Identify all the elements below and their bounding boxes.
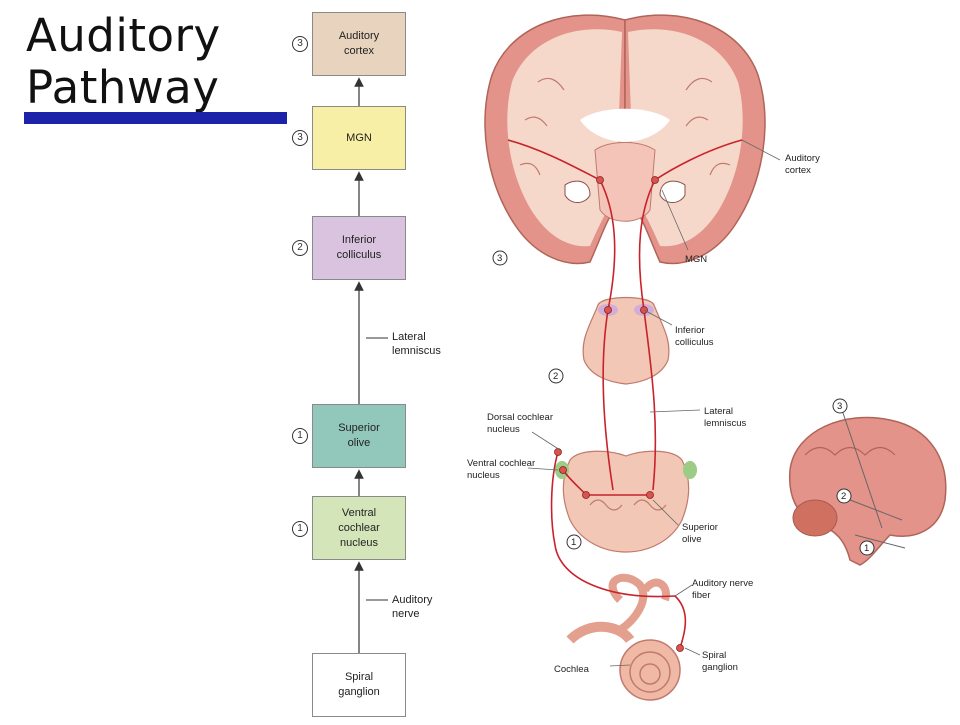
stage-marker-text: 2 xyxy=(553,371,558,382)
box-spiral-ganglion: Spiral ganglion xyxy=(312,653,406,717)
coronal-brain-section xyxy=(484,14,766,265)
side-label-auditory-nerve: Auditory nerve xyxy=(392,594,433,620)
brain-marker-circle xyxy=(859,540,875,556)
illustration-stage-markers: 3 2 1 3 2 1 xyxy=(492,250,875,556)
label-inferior-colliculus-line2: colliculus xyxy=(675,337,714,348)
page-title: Auditory Pathway xyxy=(26,10,221,114)
box-mgn: MGN xyxy=(312,106,406,170)
brain-marker-text: 1 xyxy=(864,543,869,554)
label-auditory-cortex-line2: cortex xyxy=(785,165,811,176)
brain-marker-circle xyxy=(836,488,852,504)
stage-marker: 1 xyxy=(292,428,308,444)
box-ventral-cochlear-nucleus: Ventral cochlear nucleus xyxy=(312,496,406,560)
brain-marker-text: 2 xyxy=(841,491,846,502)
brain-marker-circle xyxy=(832,398,848,414)
label-lateral-lemniscus-line1: Lateral xyxy=(704,406,733,417)
label-inferior-colliculus-line1: Inferior xyxy=(675,325,705,336)
stage-marker: 3 xyxy=(292,36,308,52)
brain-marker-text: 3 xyxy=(837,401,842,412)
stage-marker-text: 1 xyxy=(571,537,576,548)
stage-marker-text: 3 xyxy=(497,253,502,264)
flowchart-arrows xyxy=(354,77,388,653)
label-cochlea: Cochlea xyxy=(554,664,590,675)
stage-marker: 1 xyxy=(292,521,308,537)
label-superior-olive-line2: olive xyxy=(682,534,702,545)
title-underline-bar xyxy=(24,112,287,124)
stage-marker: 2 xyxy=(292,240,308,256)
side-label-lateral-lemniscus: Lateral lemniscus xyxy=(392,331,441,357)
label-auditory-nerve-fiber-line1: Auditory nerve xyxy=(692,578,753,589)
box-superior-olive: Superior olive xyxy=(312,404,406,468)
stage-marker-circle xyxy=(566,534,582,550)
label-auditory-nerve-fiber-line2: fiber xyxy=(692,590,710,601)
label-dorsal-cochlear-line1: Dorsal cochlear xyxy=(487,412,553,423)
label-ventral-cochlear-line2: nucleus xyxy=(467,470,500,481)
label-dorsal-cochlear-line2: nucleus xyxy=(487,424,520,435)
title-line-2: Pathway xyxy=(26,61,220,114)
label-auditory-cortex-line1: Auditory xyxy=(785,153,820,164)
box-inferior-colliculus: Inferior colliculus xyxy=(312,216,406,280)
stage-marker-circle xyxy=(492,250,508,266)
label-superior-olive-line1: Superior xyxy=(682,522,718,533)
stage-marker: 3 xyxy=(292,130,308,146)
label-spiral-ganglion-line2: ganglion xyxy=(702,662,738,673)
label-mgn: MGN xyxy=(685,254,707,265)
label-lateral-lemniscus-line2: lemniscus xyxy=(704,418,746,429)
pathway-flowchart: Auditory cortex 3 MGN 3 Inferior collicu… xyxy=(288,0,458,720)
stage-marker-circle xyxy=(548,368,564,384)
box-auditory-cortex: Auditory cortex xyxy=(312,12,406,76)
leader-lines xyxy=(527,139,781,667)
label-ventral-cochlear-line1: Ventral cochlear xyxy=(467,458,535,469)
auditory-pathway-lines xyxy=(507,139,743,649)
midbrain-section xyxy=(582,296,670,385)
title-line-1: Auditory xyxy=(26,9,221,62)
sagittal-brain-illustration xyxy=(788,409,947,566)
medulla-section xyxy=(555,450,697,553)
label-spiral-ganglion-line1: Spiral xyxy=(702,650,726,661)
